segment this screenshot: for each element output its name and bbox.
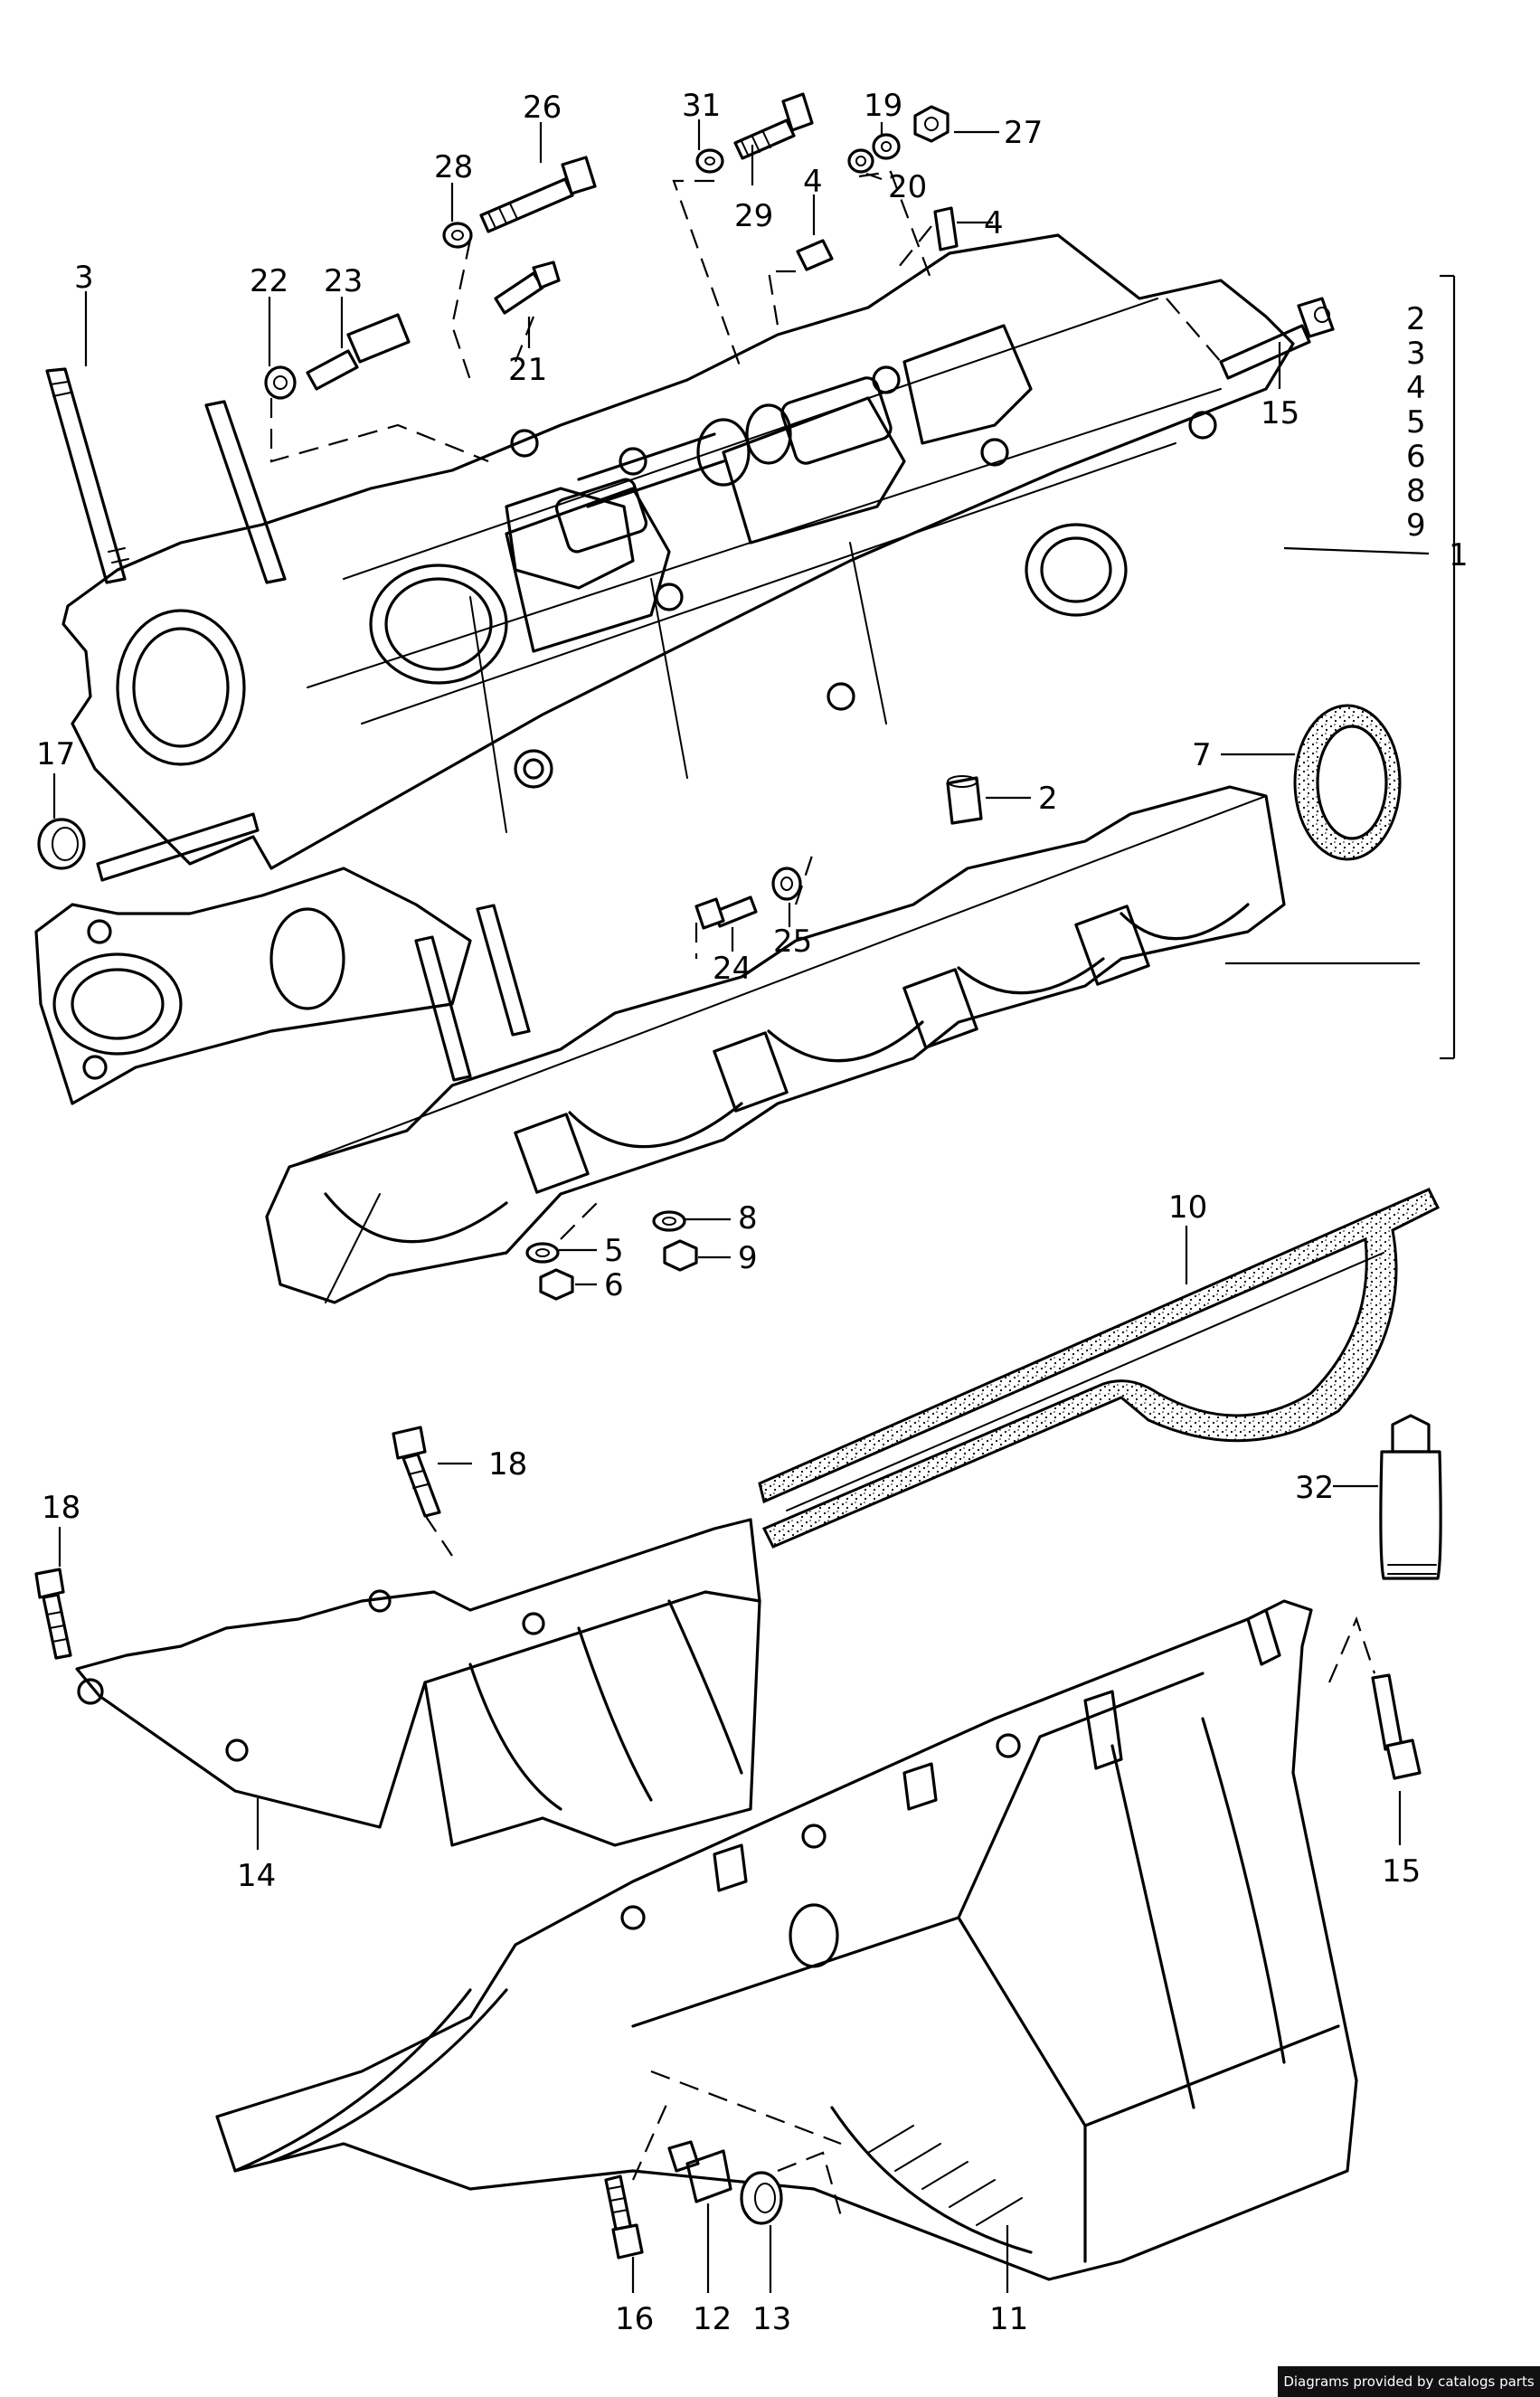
washer-20 (847, 148, 874, 174)
callout-22: 22 (250, 263, 288, 299)
nut-6 (539, 1268, 574, 1301)
screw-21 (494, 261, 561, 315)
seal-7 (1293, 704, 1402, 861)
stud-front (96, 812, 531, 1082)
bolt-18-left (34, 1568, 72, 1660)
callout-7: 7 (1192, 737, 1212, 773)
callout-4b: 4 (984, 205, 1004, 242)
callout-16: 16 (615, 2301, 654, 2337)
crankcase-lower-half (34, 867, 472, 1105)
dowel-4b (933, 206, 959, 251)
plug-17 (37, 818, 86, 870)
crankcase-upper-half (61, 233, 1295, 870)
callout-2: 2 (1038, 781, 1058, 817)
sealing-ring-13 (740, 2171, 783, 2225)
bracket-item: 8 (1406, 473, 1426, 509)
washer-19 (872, 133, 901, 160)
callout-17: 17 (36, 736, 75, 772)
callout-28: 28 (434, 149, 473, 185)
washer-8 (652, 1210, 686, 1232)
bracket-item: 5 (1406, 404, 1426, 441)
bracket-item: 6 (1406, 439, 1426, 475)
sleeve-2 (946, 775, 983, 825)
bolt-15-top (1219, 297, 1335, 380)
callout-15a: 15 (1261, 395, 1299, 431)
screw-24 (694, 895, 758, 930)
callout-18a: 18 (42, 1490, 80, 1526)
callout-26: 26 (523, 90, 562, 126)
callout-numbers: 1 2 3 4 4 5 6 7 8 9 10 11 12 13 14 15 15… (36, 88, 1469, 2337)
callout-18b: 18 (488, 1446, 527, 1483)
bolt-15-bottom (1371, 1673, 1422, 1780)
callout-32: 32 (1295, 1470, 1334, 1506)
sender-23 (306, 313, 411, 391)
dowel-4a (796, 239, 834, 271)
callout-25: 25 (773, 924, 812, 960)
credit-banner: Diagrams provided by catalogs parts (1278, 2366, 1540, 2397)
bracket-item: 2 (1406, 301, 1426, 337)
main-bearing-bridge (265, 785, 1286, 1304)
drain-plug-12 (667, 2140, 732, 2203)
bracket-item: 3 (1406, 336, 1426, 372)
callout-14: 14 (237, 1858, 276, 1894)
oil-pan-11 (215, 1599, 1358, 2281)
callout-27: 27 (1004, 115, 1043, 151)
callout-4a: 4 (803, 164, 823, 200)
callout-31: 31 (682, 88, 721, 124)
callout-1: 1 (1449, 537, 1469, 573)
callout-9: 9 (738, 1240, 758, 1276)
callout-23: 23 (324, 263, 363, 299)
callout-6: 6 (604, 1267, 624, 1303)
bracket-item: 9 (1406, 507, 1426, 544)
nut-9 (663, 1239, 698, 1272)
callout-19: 19 (864, 88, 902, 124)
camshaft-bearing-area (505, 403, 792, 590)
nut-27 (913, 105, 950, 143)
sealant-tube-32 (1379, 1414, 1442, 1580)
callout-8: 8 (738, 1200, 758, 1236)
callout-10: 10 (1168, 1189, 1207, 1226)
callout-13: 13 (752, 2301, 791, 2337)
bolt-16 (604, 2174, 644, 2260)
washer-31 (695, 148, 724, 174)
callout-29: 29 (734, 198, 773, 234)
bracket-item: 4 (1406, 370, 1426, 406)
bracket-item-list: 2 3 4 5 6 8 9 (1406, 301, 1426, 544)
callout-5: 5 (604, 1233, 624, 1269)
leader-lines (52, 119, 1456, 2293)
washer-25 (771, 867, 802, 901)
stud-3 (45, 367, 129, 584)
callout-15b: 15 (1382, 1853, 1421, 1890)
bolt-29 (733, 92, 814, 160)
washer-5 (525, 1242, 560, 1264)
stud-long-2 (204, 400, 287, 584)
washer-28 (442, 222, 473, 249)
callout-11: 11 (989, 2301, 1028, 2337)
bolt-18-right (392, 1426, 441, 1518)
callout-24: 24 (713, 951, 751, 987)
callout-12: 12 (693, 2301, 732, 2337)
baffle-14 (75, 1518, 761, 1847)
callout-3: 3 (74, 260, 94, 296)
gasket-10 (758, 1188, 1441, 1549)
washer-22 (264, 365, 297, 400)
callout-21: 21 (508, 352, 547, 388)
bolt-26 (479, 156, 597, 233)
callout-20: 20 (888, 169, 927, 205)
